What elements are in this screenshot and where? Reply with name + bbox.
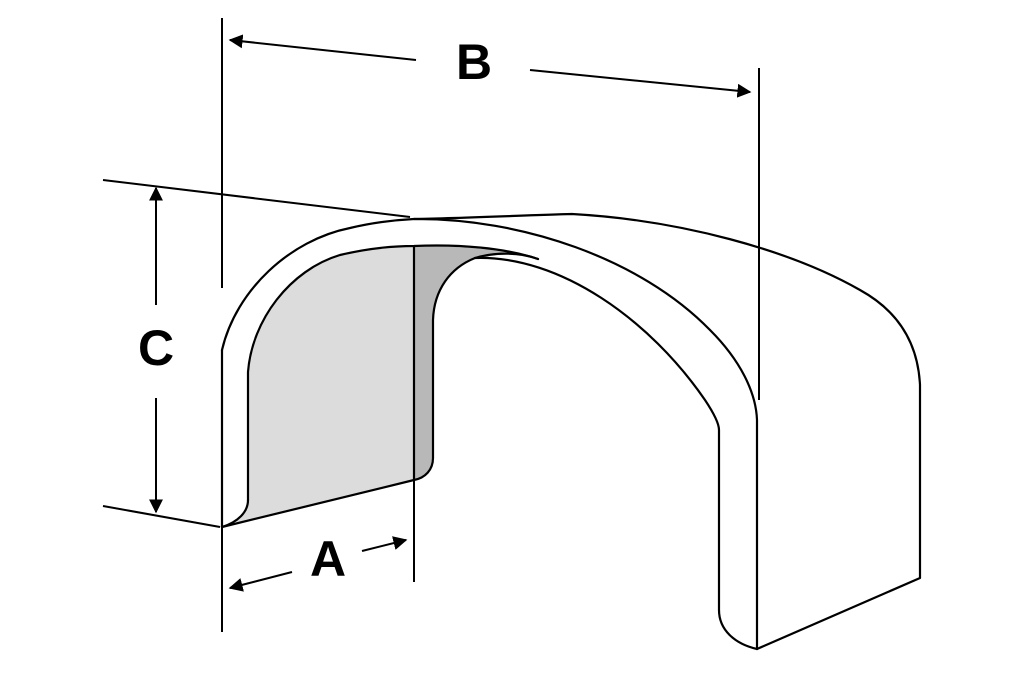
dimension-c-extension-top <box>102 179 411 218</box>
dimension-c-label: C <box>138 320 174 376</box>
arch-inner-right-curve <box>473 256 759 651</box>
dimension-b-arrow-left <box>228 34 417 61</box>
dimension-a-arrow-left <box>228 571 293 592</box>
arch-front-outer-right <box>412 217 759 651</box>
dimension-b-label: B <box>456 34 492 90</box>
dimension-a-arrow-right <box>361 536 408 552</box>
dimension-c: C <box>102 179 411 528</box>
dimension-c-extension-bottom <box>102 505 221 528</box>
dimension-b-arrow-right <box>529 69 752 98</box>
arch-left-foot-curve <box>220 498 250 529</box>
arch-inner-back-curve <box>412 252 540 482</box>
arch-outer-edge <box>220 212 922 651</box>
dimension-a: A <box>221 480 415 632</box>
arch-inner-face-light <box>223 247 414 527</box>
arch-inner-face-dark <box>414 246 538 480</box>
arch-inner-front-curve <box>246 244 540 502</box>
dimension-a-label: A <box>310 531 346 587</box>
arch-left-foot-bottom <box>220 478 416 529</box>
dimension-b: B <box>221 18 760 400</box>
arch-shape <box>220 212 922 651</box>
